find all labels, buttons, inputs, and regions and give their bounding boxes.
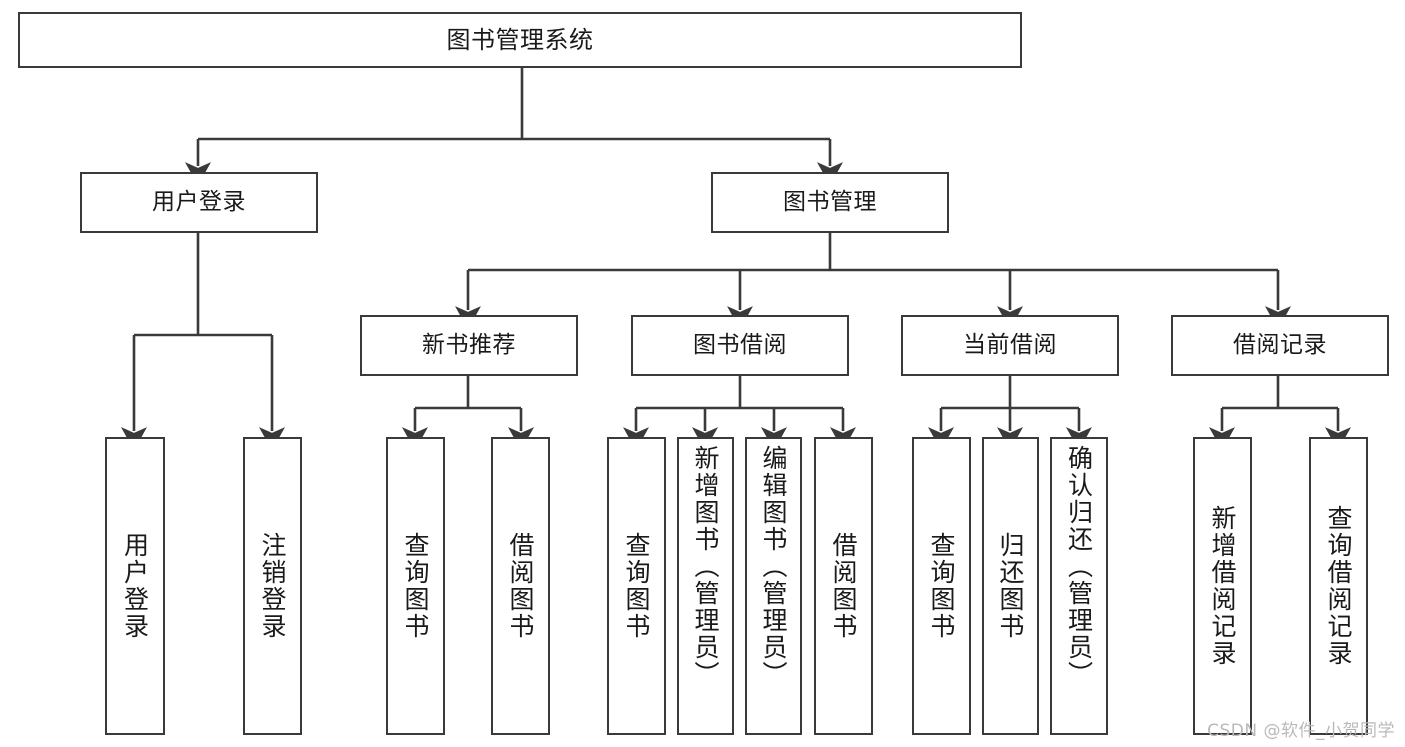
- node-label: 新增借阅记录: [1208, 505, 1237, 667]
- node-label: 图书管理系统: [446, 25, 594, 54]
- node-borrow-record[interactable]: 借阅记录: [1171, 315, 1389, 376]
- node-label: 借阅图书: [829, 532, 858, 640]
- node-label: 查询图书: [622, 532, 651, 640]
- leaf-book-borrow-edit-book-admin[interactable]: 编辑图书（管理员）: [745, 437, 802, 735]
- leaf-borrow-record-add-record[interactable]: 新增借阅记录: [1193, 437, 1252, 735]
- node-label: 归还图书: [996, 532, 1025, 640]
- node-label: 查询图书: [927, 532, 956, 640]
- node-label: 确认归还（管理员）: [1064, 445, 1094, 688]
- leaf-book-borrow-add-book-admin[interactable]: 新增图书（管理员）: [677, 437, 734, 735]
- node-current-borrow[interactable]: 当前借阅: [901, 315, 1119, 376]
- node-label: 借阅图书: [506, 532, 535, 640]
- node-label: 借阅记录: [1233, 331, 1327, 358]
- node-label: 图书借阅: [693, 331, 787, 358]
- leaf-book-borrow-borrow-book[interactable]: 借阅图书: [814, 437, 873, 735]
- node-book-management[interactable]: 图书管理: [711, 172, 949, 233]
- leaf-book-borrow-query-book[interactable]: 查询图书: [607, 437, 666, 735]
- leaf-new-book-query-book[interactable]: 查询图书: [386, 437, 445, 735]
- node-label: 查询图书: [401, 532, 430, 640]
- leaf-borrow-record-query-record[interactable]: 查询借阅记录: [1309, 437, 1368, 735]
- node-label: 图书管理: [783, 188, 877, 215]
- node-label: 用户登录: [120, 532, 150, 640]
- node-book-borrow[interactable]: 图书借阅: [631, 315, 849, 376]
- node-label: 用户登录: [152, 188, 246, 215]
- node-book-management-system[interactable]: 图书管理系统: [18, 12, 1022, 68]
- leaf-user-login-logout[interactable]: 注销登录: [243, 437, 302, 735]
- leaf-current-borrow-query-book[interactable]: 查询图书: [912, 437, 971, 735]
- leaf-user-login-user-login[interactable]: 用户登录: [105, 437, 165, 735]
- node-label: 新书推荐: [422, 331, 516, 358]
- node-label: 新增图书（管理员）: [691, 445, 720, 688]
- node-label: 当前借阅: [963, 331, 1057, 358]
- node-label: 编辑图书（管理员）: [759, 445, 788, 688]
- leaf-current-borrow-return-book[interactable]: 归还图书: [982, 437, 1039, 735]
- node-user-login[interactable]: 用户登录: [80, 172, 318, 233]
- leaf-current-borrow-confirm-return-admin[interactable]: 确认归还（管理员）: [1050, 437, 1108, 735]
- watermark-text: CSDN @软件_小贺同学: [1207, 721, 1395, 741]
- leaf-new-book-borrow-book[interactable]: 借阅图书: [491, 437, 550, 735]
- node-new-book-recommend[interactable]: 新书推荐: [360, 315, 578, 376]
- node-label: 查询借阅记录: [1324, 505, 1353, 667]
- node-label: 注销登录: [258, 532, 287, 640]
